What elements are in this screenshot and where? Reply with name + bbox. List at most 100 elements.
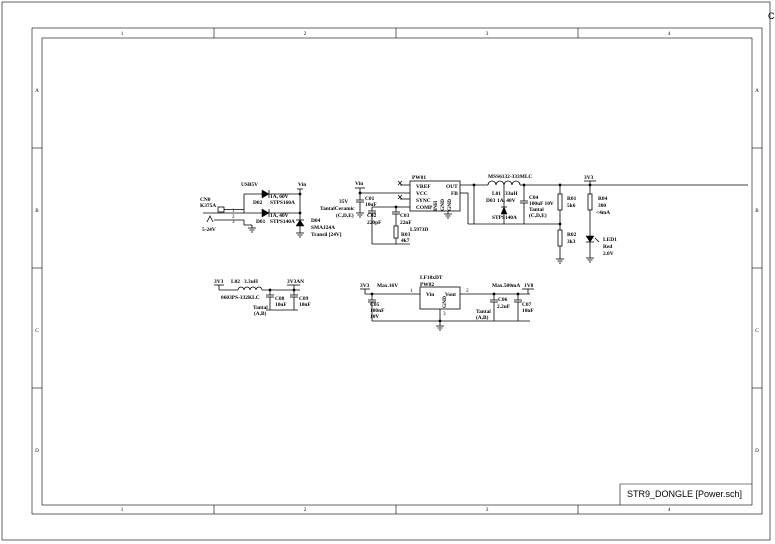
col-label-bottom-4: 4 bbox=[668, 507, 671, 513]
r01-ref: R01 bbox=[567, 196, 577, 202]
c05-value: 100nF bbox=[370, 308, 385, 314]
diode-d04 bbox=[295, 219, 305, 227]
pw01-part: L5973D bbox=[410, 227, 428, 233]
c01-voltage: 35V bbox=[339, 199, 348, 205]
pw01-pin-gnd-2: GND bbox=[447, 199, 453, 211]
c05-voltage: 10V bbox=[370, 314, 379, 320]
d01-part: STPS140A bbox=[270, 219, 295, 225]
c05-ref: C05 bbox=[370, 302, 380, 308]
input-range: 5-24V bbox=[202, 227, 216, 233]
r03-ref: R03 bbox=[401, 232, 411, 238]
row-label-left-d: D bbox=[35, 448, 39, 454]
led-ref: LED1 bbox=[603, 237, 617, 243]
ldo-out-max: Max.500mA bbox=[492, 283, 520, 289]
led-voltage: 2.0V bbox=[603, 251, 614, 257]
col-label-top-3: 3 bbox=[486, 31, 489, 37]
ldo-pin-2: 2 bbox=[466, 288, 469, 294]
usb5v-label: USB5V bbox=[241, 182, 258, 188]
r04-ref: R04 bbox=[598, 196, 608, 202]
ldo-pin-gnd: GND bbox=[442, 296, 448, 308]
r04-current: <4mA bbox=[596, 210, 610, 216]
c06-type: Tantal bbox=[476, 309, 491, 315]
ldo-section: 3V3 Max.16V LF18xDT PW02 Vin Vout GND 1 … bbox=[360, 275, 534, 331]
row-label-left-c: C bbox=[35, 328, 39, 334]
diode-d02 bbox=[261, 189, 270, 199]
d01-rating: 1A, 40V bbox=[270, 213, 289, 219]
c01-value: 10uF bbox=[365, 202, 377, 208]
c07-value: 10nF bbox=[522, 308, 534, 314]
c01-pkg: (C,D,E) bbox=[336, 212, 354, 219]
l01-ref: L01 bbox=[492, 191, 501, 197]
drawing-frame bbox=[31, 27, 763, 515]
row-label-right-c: C bbox=[755, 328, 759, 334]
ldo-part: LF18xDT bbox=[420, 275, 443, 281]
pw01-pin-fb: FB bbox=[451, 191, 458, 197]
col-label-top-2: 2 bbox=[304, 31, 307, 37]
filter-in-label: 3V3 bbox=[214, 279, 224, 285]
d04-desc: Transil [24V] bbox=[311, 232, 342, 238]
ldo-ref: PW02 bbox=[420, 282, 434, 288]
row-label-right-d: D bbox=[755, 448, 759, 454]
l02-value: 3.3uH bbox=[244, 279, 259, 285]
vin-label-1: Vin bbox=[298, 182, 306, 188]
pw01-pin-comp: COMP bbox=[416, 205, 433, 211]
col-label-bottom-1: 1 bbox=[121, 507, 124, 513]
rail-3v3-label: 3V3 bbox=[584, 175, 594, 181]
r02-value: 3k3 bbox=[567, 239, 576, 245]
c09-value: 10nF bbox=[299, 302, 311, 308]
ldo-pin-3: 3 bbox=[443, 311, 446, 317]
connector-cn0 bbox=[217, 206, 225, 213]
c08-pkg: (A,B) bbox=[254, 310, 267, 317]
col-label-top-4: 4 bbox=[668, 31, 671, 37]
cn0-pin-3: 3 bbox=[232, 219, 235, 225]
l01-value: 33uH bbox=[505, 191, 518, 197]
resistor-r02 bbox=[557, 229, 563, 247]
input-section: CN0 K375A 5-24V 1 2 3 USB5V Vin D02 1A, … bbox=[200, 182, 342, 238]
ic-pw01 bbox=[409, 180, 461, 212]
row-label-left-a: A bbox=[35, 88, 39, 94]
c07-ref: C07 bbox=[522, 302, 532, 308]
col-label-bottom-2: 2 bbox=[304, 507, 307, 513]
row-label-right-b: B bbox=[755, 208, 759, 214]
d02-part: STPS160A bbox=[270, 200, 295, 206]
no-connect-vref bbox=[397, 180, 403, 186]
c06-pkg: (A,B) bbox=[476, 314, 489, 321]
col-label-bottom-3: 3 bbox=[486, 507, 489, 513]
c01-type: TantalCeramic bbox=[320, 206, 355, 212]
row-label-right-a: A bbox=[755, 88, 759, 94]
d02-ref: D02 bbox=[253, 200, 263, 206]
c06-value: 2.2uF bbox=[497, 304, 511, 310]
row-labels: A B C D A B C D bbox=[35, 88, 759, 454]
r02-ref: R02 bbox=[567, 232, 577, 238]
no-connect-sync bbox=[397, 194, 403, 200]
c06-ref: C06 bbox=[498, 297, 508, 303]
c04-type: Tantal bbox=[529, 207, 544, 213]
filter-section: 3V3 L02 3.3uH 0603PS-332KLC 3V3AN C08 10… bbox=[214, 279, 311, 317]
pw01-ref: PW01 bbox=[412, 175, 426, 181]
led-led1 bbox=[585, 235, 595, 243]
vin-label-2: Vin bbox=[355, 181, 363, 187]
r01-value: 5k6 bbox=[567, 203, 576, 209]
col-label-top-1: 1 bbox=[121, 31, 124, 37]
pw01-pin-out: OUT bbox=[446, 184, 458, 190]
ldo-pin-vout: Vout bbox=[445, 292, 456, 298]
d03-ref: D03 bbox=[486, 198, 496, 204]
r04-value: 300 bbox=[598, 203, 606, 209]
d03-rating: 1A, 40V bbox=[497, 198, 516, 204]
r03-value: 4k7 bbox=[401, 238, 410, 244]
pw01-pin-gnd-1: GND bbox=[440, 199, 446, 211]
d02-rating: 1A, 60V bbox=[270, 194, 289, 200]
c08-ref: C08 bbox=[275, 296, 285, 302]
c03-value: 22nF bbox=[400, 220, 412, 226]
d03-part: STPS140A bbox=[492, 215, 517, 221]
ldo-in-label: 3V3 bbox=[360, 283, 370, 289]
diode-d01 bbox=[261, 208, 270, 218]
title-block: STR9_DONGLE [Power.sch] bbox=[627, 489, 742, 499]
led-color: Red bbox=[603, 244, 612, 250]
inductor-part: MSS6132-333MLC bbox=[488, 174, 532, 180]
c02-ref: C02 bbox=[367, 213, 377, 219]
d01-ref: D01 bbox=[256, 219, 266, 225]
d04-ref: D04 bbox=[311, 218, 321, 224]
cn0-ref: CN0 bbox=[200, 197, 211, 203]
